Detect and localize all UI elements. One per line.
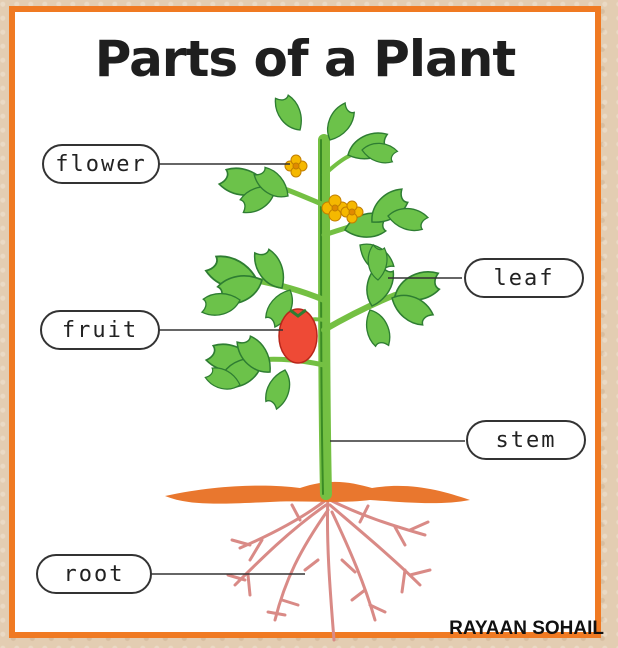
soil-line bbox=[165, 482, 470, 504]
author-name: RAYAAN SOHAIL bbox=[449, 618, 604, 640]
label-leaf: leaf bbox=[464, 258, 584, 298]
label-stem: stem bbox=[466, 420, 586, 460]
label-root: root bbox=[36, 554, 152, 594]
tomato-fruit bbox=[279, 309, 317, 363]
label-fruit: fruit bbox=[40, 310, 160, 350]
label-flower: flower bbox=[42, 144, 160, 184]
root-system bbox=[228, 494, 430, 640]
